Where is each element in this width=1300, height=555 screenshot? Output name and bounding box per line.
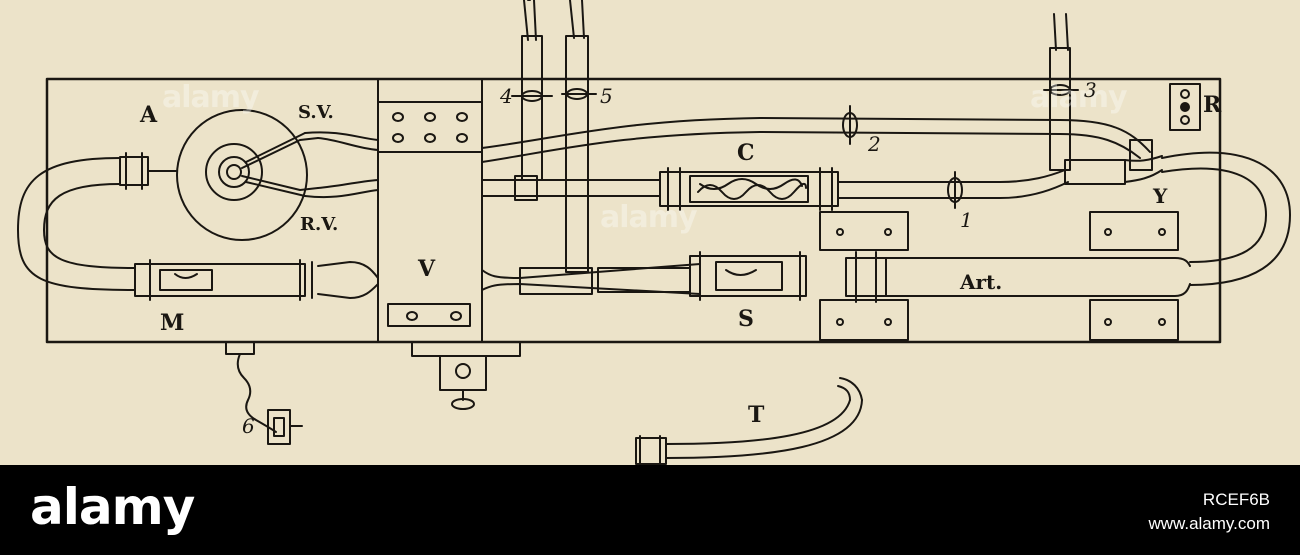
label-3: 3 [1084, 78, 1097, 102]
return-valve-tube [317, 179, 379, 189]
vertical-tube-3 [1043, 13, 1079, 171]
artery-tube [885, 257, 1191, 267]
apparatus-diagram: alamy alamy alamy A S.V. R.V. M V C S Ar… [0, 0, 1300, 465]
label-2: 2 [868, 132, 881, 156]
label-5: 5 [600, 84, 613, 108]
pump-a-coupling [119, 156, 149, 186]
bracket-r [1169, 83, 1201, 131]
watermark-footer [0, 465, 1300, 555]
label-r: R [1203, 92, 1222, 118]
manometer-m [134, 259, 379, 301]
terminal-6 [225, 341, 303, 445]
image-id-text: RCEF6B [1202, 490, 1270, 509]
label-1: 1 [960, 208, 973, 232]
tube-t [635, 377, 863, 465]
label-rv: R.V. [300, 214, 339, 235]
supply-valve-tube [317, 137, 379, 151]
label-s: S [738, 306, 754, 332]
apparatus-line-drawing [17, 0, 1291, 465]
chamber-c [659, 167, 839, 211]
watermark-tile: alamy [162, 80, 260, 115]
pump-a [176, 109, 319, 241]
label-4: 4 [500, 84, 513, 108]
middle-tube-right [837, 169, 1066, 183]
watermark-tile: alamy [600, 200, 698, 235]
watermark-tile: alamy [1030, 80, 1128, 115]
label-t: T [748, 402, 765, 428]
label-m: M [160, 310, 185, 336]
label-a: A [140, 102, 158, 128]
label-6: 6 [242, 414, 255, 438]
label-art: Art. [960, 270, 1003, 294]
site-url-text: www.alamy.com [1148, 514, 1270, 533]
label-c: C [737, 140, 755, 166]
label-y: Y [1153, 184, 1168, 208]
clamp-plate-upper-left [819, 211, 909, 251]
valve-block-v [377, 78, 521, 410]
alamy-logo: alamy [30, 478, 195, 536]
vertical-tube-5 [561, 0, 597, 273]
right-loop-tube [1161, 151, 1291, 286]
label-v: V [418, 256, 436, 282]
y-junction [1124, 155, 1163, 162]
clamp-plate-upper-right [1089, 211, 1179, 251]
clamp-plate-lower-right [1089, 299, 1179, 341]
clamp-plate-lower-left [819, 299, 909, 341]
vertical-tube-4 [511, 0, 553, 181]
sample-chamber-s [689, 251, 807, 301]
left-loop-tube-inner [43, 183, 136, 269]
label-sv: S.V. [298, 102, 334, 123]
left-loop-tube [17, 157, 136, 291]
